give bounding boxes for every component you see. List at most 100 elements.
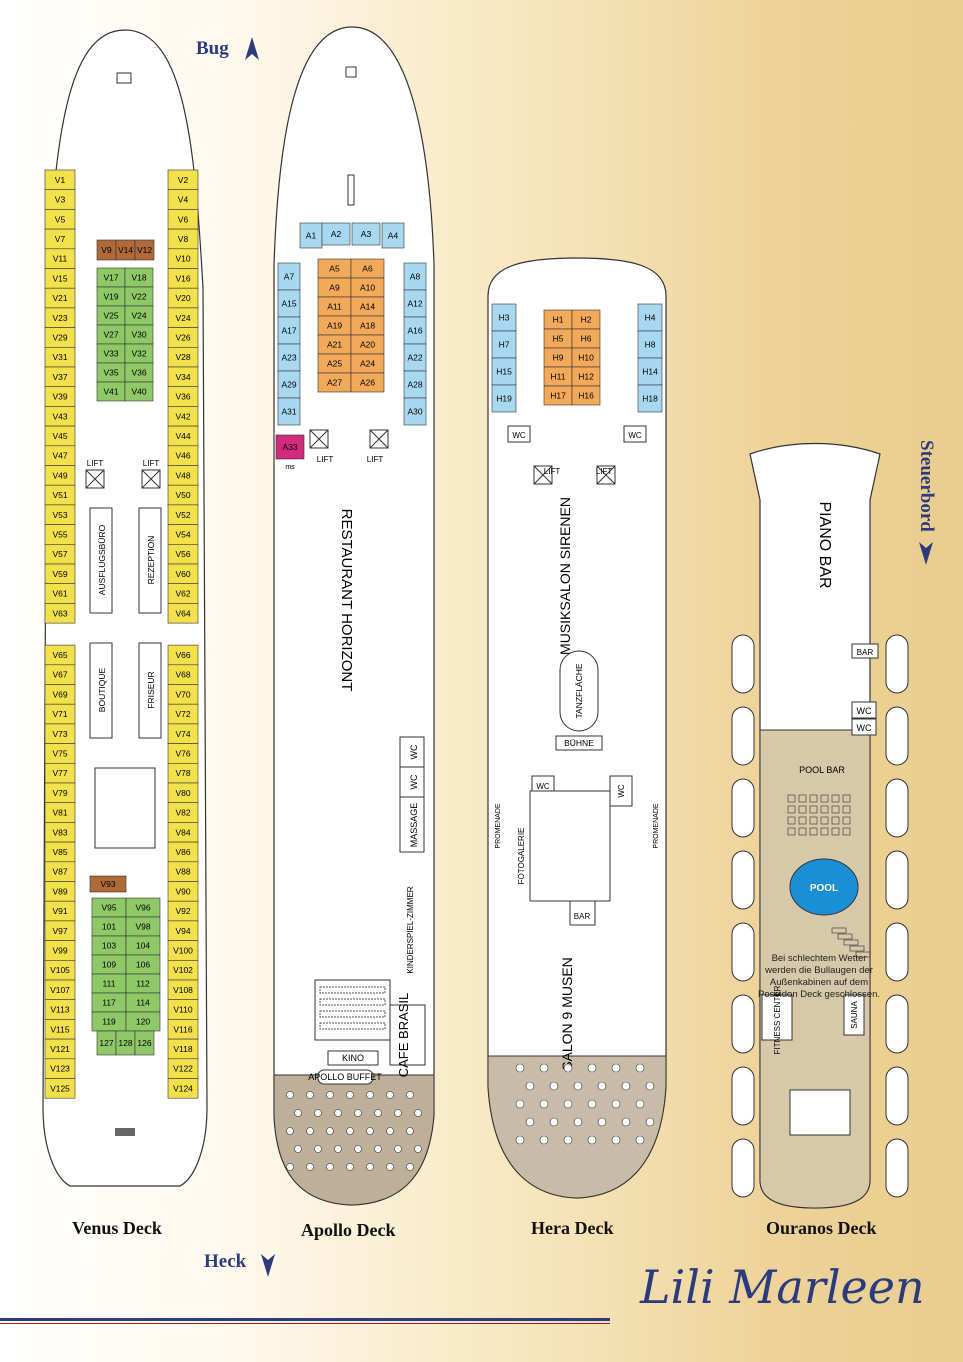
apollo-cinema: KINO <box>342 1053 364 1063</box>
cabin-V1: V1 <box>44 169 76 191</box>
cabin-V88: V88 <box>167 861 199 882</box>
svg-text:112: 112 <box>136 979 150 989</box>
cabin-V64: V64 <box>167 603 199 624</box>
cabin-V25: V25 <box>96 305 126 326</box>
svg-text:V72: V72 <box>175 709 190 719</box>
cabin-V49: V49 <box>44 465 76 486</box>
cabin-V21: V21 <box>44 287 76 309</box>
cabin-V61: V61 <box>44 583 76 604</box>
svg-text:H3: H3 <box>499 313 510 323</box>
apollo-deck-title: Apollo Deck <box>301 1220 396 1240</box>
svg-text:V45: V45 <box>52 431 67 441</box>
svg-text:V73: V73 <box>52 729 67 739</box>
cabin-V63: V63 <box>44 603 76 624</box>
svg-text:V4: V4 <box>178 195 189 205</box>
cabin-H12: H12 <box>571 366 601 387</box>
svg-text:A14: A14 <box>360 302 375 312</box>
cabin-A18: A18 <box>350 315 385 336</box>
svg-text:A21: A21 <box>327 340 342 350</box>
cabin-114: 114 <box>125 992 161 1013</box>
svg-text:V98: V98 <box>135 922 150 932</box>
cabin-V44: V44 <box>167 425 199 447</box>
svg-text:V29: V29 <box>52 332 67 342</box>
svg-text:V105: V105 <box>50 965 70 975</box>
cabin-A16: A16 <box>403 316 427 345</box>
cabin-A10: A10 <box>350 277 385 298</box>
svg-text:V108: V108 <box>173 985 193 995</box>
svg-text:V41: V41 <box>103 387 118 397</box>
svg-text:V121: V121 <box>50 1044 70 1054</box>
cabin-126: 126 <box>134 1030 155 1056</box>
cabin-109: 109 <box>91 954 127 975</box>
svg-text:117: 117 <box>102 998 116 1008</box>
cabin-V53: V53 <box>44 504 76 525</box>
svg-text:V85: V85 <box>52 847 67 857</box>
svg-text:A10: A10 <box>360 283 375 293</box>
svg-text:V27: V27 <box>103 330 118 340</box>
cabin-V102: V102 <box>167 959 199 981</box>
cabin-101: 101 <box>91 916 127 937</box>
cabin-128: 128 <box>115 1030 136 1056</box>
svg-text:V57: V57 <box>52 549 67 559</box>
cabin-V94: V94 <box>167 920 199 941</box>
cabin-V50: V50 <box>167 484 199 506</box>
svg-text:A5: A5 <box>329 264 340 274</box>
cabin-117: 117 <box>91 992 127 1013</box>
ouranos-deck-title: Ouranos Deck <box>766 1218 877 1238</box>
venus-hatch <box>116 72 132 84</box>
svg-text:V34: V34 <box>175 372 190 382</box>
cabin-V27: V27 <box>96 324 126 345</box>
cabin-V10: V10 <box>167 248 199 269</box>
cabin-V52: V52 <box>167 504 199 525</box>
cabin-H8: H8 <box>637 330 663 359</box>
cabin-V116: V116 <box>167 1019 199 1040</box>
svg-text:V87: V87 <box>52 867 67 877</box>
stern-arrow-icon <box>261 1254 275 1277</box>
svg-text:A2: A2 <box>331 229 342 239</box>
cabin-V62: V62 <box>167 583 199 604</box>
svg-text:V80: V80 <box>175 788 190 798</box>
svg-text:V118: V118 <box>173 1044 192 1054</box>
svg-text:H10: H10 <box>578 353 594 363</box>
svg-text:V54: V54 <box>175 529 190 539</box>
hera-wc-2: WC <box>623 425 647 443</box>
cabin-A20: A20 <box>350 334 385 355</box>
svg-text:H12: H12 <box>578 372 594 382</box>
svg-text:A12: A12 <box>407 299 422 309</box>
svg-text:H8: H8 <box>645 340 656 350</box>
cabin-V81: V81 <box>44 802 76 823</box>
venus-lift-2: LIFT <box>143 459 160 468</box>
svg-text:H19: H19 <box>496 394 512 404</box>
hera-dance-floor: TANZFLÄCHE <box>574 663 584 718</box>
venus-lift-1: LIFT <box>87 459 104 468</box>
cabin-V125: V125 <box>44 1078 76 1099</box>
svg-text:V36: V36 <box>131 368 146 378</box>
hera-deck-plan: H3H7H15H19H4H8H14H18H1H5H9H11H17H2H6H10H… <box>487 257 667 1199</box>
venus-deck-plan: V1V3V5V7V11V15V21V23V29V31V37V39V43V45V4… <box>42 29 208 1187</box>
svg-text:V49: V49 <box>52 470 67 480</box>
cabin-V5: V5 <box>44 209 76 230</box>
svg-text:V69: V69 <box>52 689 67 699</box>
hera-photo-gallery: FOTOGALERIE <box>517 828 526 885</box>
cabin-V96: V96 <box>125 897 161 918</box>
cabin-V97: V97 <box>44 920 76 941</box>
cabin-V11: V11 <box>44 248 76 269</box>
cabin-V40: V40 <box>124 381 154 402</box>
cabin-A26: A26 <box>350 372 385 393</box>
svg-text:V1: V1 <box>55 175 66 185</box>
svg-text:V62: V62 <box>175 589 190 599</box>
cabin-H10: H10 <box>571 347 601 368</box>
svg-text:V92: V92 <box>175 906 190 916</box>
svg-text:A16: A16 <box>407 326 422 336</box>
svg-text:A18: A18 <box>360 321 375 331</box>
cabin-V68: V68 <box>167 664 199 685</box>
svg-text:V77: V77 <box>52 768 67 778</box>
svg-text:H6: H6 <box>581 334 592 344</box>
cabin-V74: V74 <box>167 723 199 744</box>
ouranos-sauna: SAUNA <box>850 1001 859 1029</box>
ouranos-wc-1: WC <box>857 706 872 716</box>
cabin-V107: V107 <box>44 979 76 1001</box>
svg-text:V124: V124 <box>173 1083 193 1093</box>
apollo-lift-2: LIFT <box>367 455 384 464</box>
svg-text:H9: H9 <box>553 353 564 363</box>
